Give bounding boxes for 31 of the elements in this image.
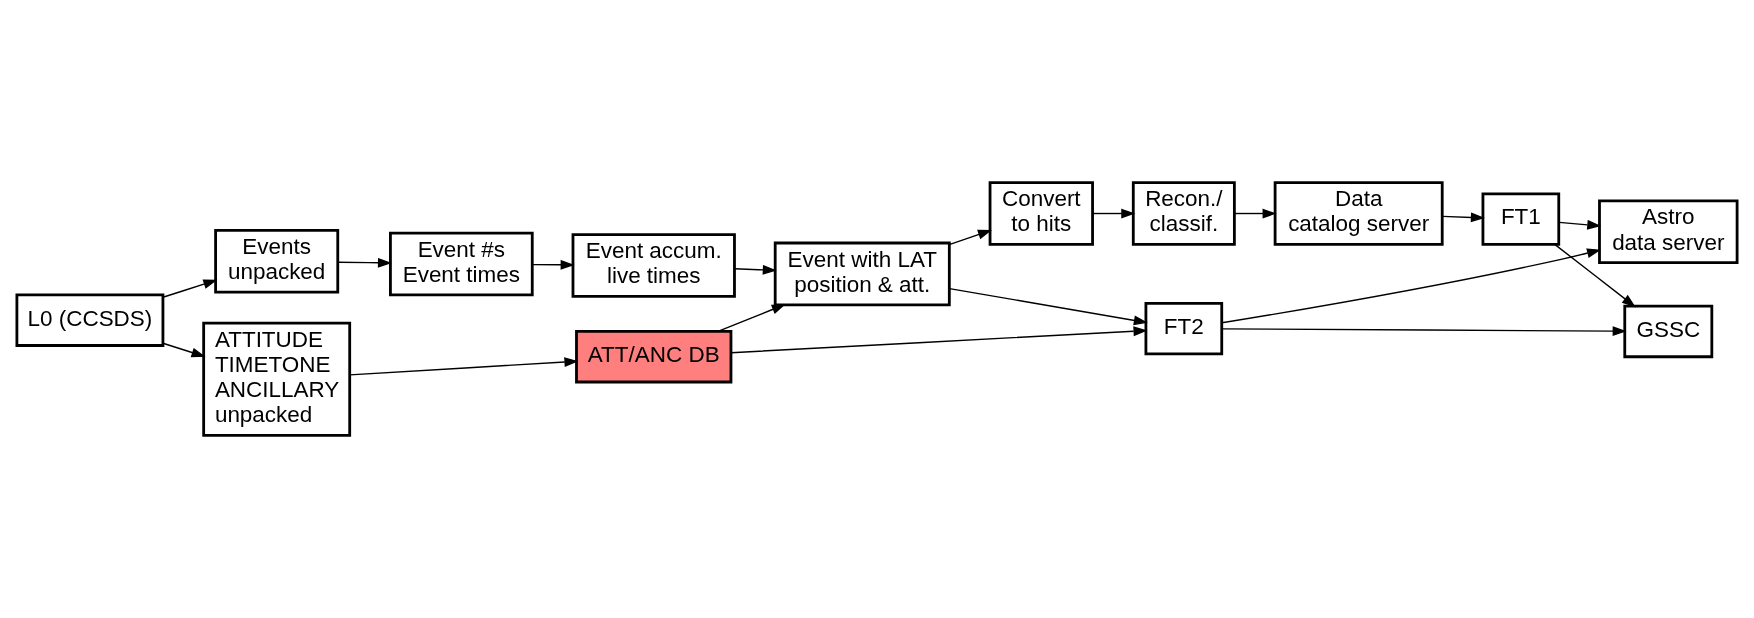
node-box: Event accum. live times	[571, 233, 736, 298]
arrow	[733, 264, 777, 275]
arrow	[1221, 248, 1602, 324]
arrow	[349, 357, 579, 376]
arrow	[948, 287, 1148, 326]
arrow	[1441, 212, 1485, 223]
arrow	[337, 257, 392, 268]
node-box: FT1	[1481, 192, 1561, 246]
node-box: ATTITUDE TIMETONE ANCILLARY unpacked	[202, 321, 352, 437]
node-box: FT2	[1144, 301, 1224, 356]
arrow	[1233, 208, 1277, 219]
node-box: Event #s Event times	[389, 231, 534, 297]
arrow	[1092, 208, 1136, 219]
node-box: Event with LAT position & att.	[773, 241, 951, 307]
arrow	[162, 342, 206, 358]
node-box: GSSC	[1623, 304, 1714, 359]
arrow	[949, 229, 992, 246]
arrow	[1221, 326, 1627, 337]
arrow	[1554, 243, 1636, 308]
node-box: Recon./ classif.	[1131, 181, 1236, 246]
arrow	[162, 279, 218, 298]
node-box: Convert to hits	[988, 181, 1094, 246]
node-box: Events unpacked	[214, 228, 340, 294]
arrow	[730, 326, 1148, 354]
node-box: ATT/ANC DB	[575, 330, 733, 384]
arrow	[1558, 219, 1602, 230]
arrow	[531, 259, 575, 270]
node-box: Data catalog server	[1273, 181, 1444, 246]
node-box: Astro data server	[1598, 199, 1739, 265]
arrow	[717, 304, 786, 333]
node-box: L0 (CCSDS)	[15, 293, 165, 347]
